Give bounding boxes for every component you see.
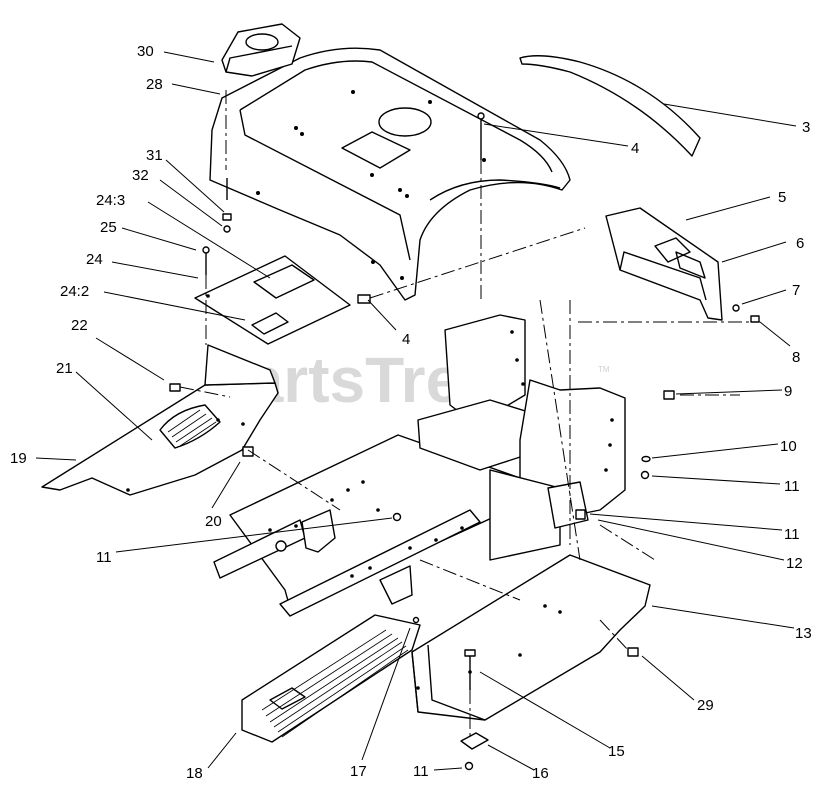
callout-8: 8: [792, 349, 800, 366]
callout-3: 3: [802, 119, 810, 136]
callout-15: 15: [608, 743, 625, 760]
nut-part-11-center: [392, 512, 402, 522]
callout-labels: 30 28 31 32 24:3 25 24 24:2 22 21 19 20 …: [10, 43, 812, 782]
callout-5: 5: [778, 189, 786, 206]
callout-22: 22: [71, 317, 88, 334]
callout-17: 17: [350, 763, 367, 780]
right-footrest-part-13: [411, 554, 651, 721]
leader-lines: [35, 51, 797, 771]
bolt-part-4-upper: [477, 112, 485, 160]
clip-part-20: [242, 446, 254, 457]
callout-11-bottom: 11: [413, 763, 429, 780]
bolt-part-22: [169, 383, 181, 392]
shift-knob-part-30: [221, 23, 301, 77]
bolt-part-25: [202, 246, 210, 275]
callout-4-lower: 4: [402, 331, 410, 348]
callout-11-left: 11: [96, 549, 112, 566]
floor-panel-part-24: [194, 255, 351, 345]
bolt-part-7: [732, 304, 760, 323]
bolt-part-29: [627, 647, 639, 657]
trim-strip-part-3: [519, 55, 701, 157]
watermark-tm: TM: [598, 365, 610, 374]
screw-part-31: [222, 178, 232, 233]
callout-20: 20: [205, 513, 222, 530]
callout-11-right: 11: [784, 478, 800, 495]
callout-6: 6: [796, 235, 804, 252]
callout-30: 30: [137, 43, 154, 60]
bolt-part-9: [663, 390, 675, 400]
callout-12: 12: [786, 555, 803, 572]
callout-21: 21: [56, 360, 73, 377]
bracket-part-12: [575, 509, 586, 520]
callout-18: 18: [186, 765, 203, 782]
callout-9: 9: [784, 383, 792, 400]
hood-fender-part-28: [209, 47, 571, 301]
left-footrest-part-21: [41, 344, 279, 496]
screw-part-17: [412, 616, 420, 624]
callout-19: 19: [10, 450, 27, 467]
callout-10: 10: [780, 438, 797, 455]
nut-part-11-bottom: [464, 761, 474, 771]
frame-assembly: [213, 314, 626, 617]
callout-24: 24: [86, 251, 103, 268]
callout-7: 7: [792, 282, 800, 299]
alignment-lines: [179, 90, 760, 740]
callout-32: 32: [132, 167, 149, 184]
bolt-part-15: [464, 649, 476, 690]
callout-4-upper: 4: [631, 140, 639, 157]
callout-16: 16: [532, 765, 549, 782]
callout-29: 29: [697, 697, 714, 714]
clip-part-16: [460, 732, 489, 750]
floor-mat-part-18: [241, 614, 421, 743]
callout-28: 28: [146, 76, 163, 93]
bolt-part-4-lower: [357, 294, 371, 304]
right-fender-part-6: [605, 207, 723, 321]
callout-24-3: 24:3: [96, 192, 125, 209]
callout-11-mid: 11: [784, 526, 800, 543]
callout-13: 13: [795, 625, 812, 642]
nut-part-11-right: [640, 470, 650, 480]
callout-25: 25: [100, 219, 117, 236]
washer-part-10: [641, 455, 651, 463]
callout-31: 31: [146, 147, 163, 164]
callout-24-2: 24:2: [60, 283, 89, 300]
